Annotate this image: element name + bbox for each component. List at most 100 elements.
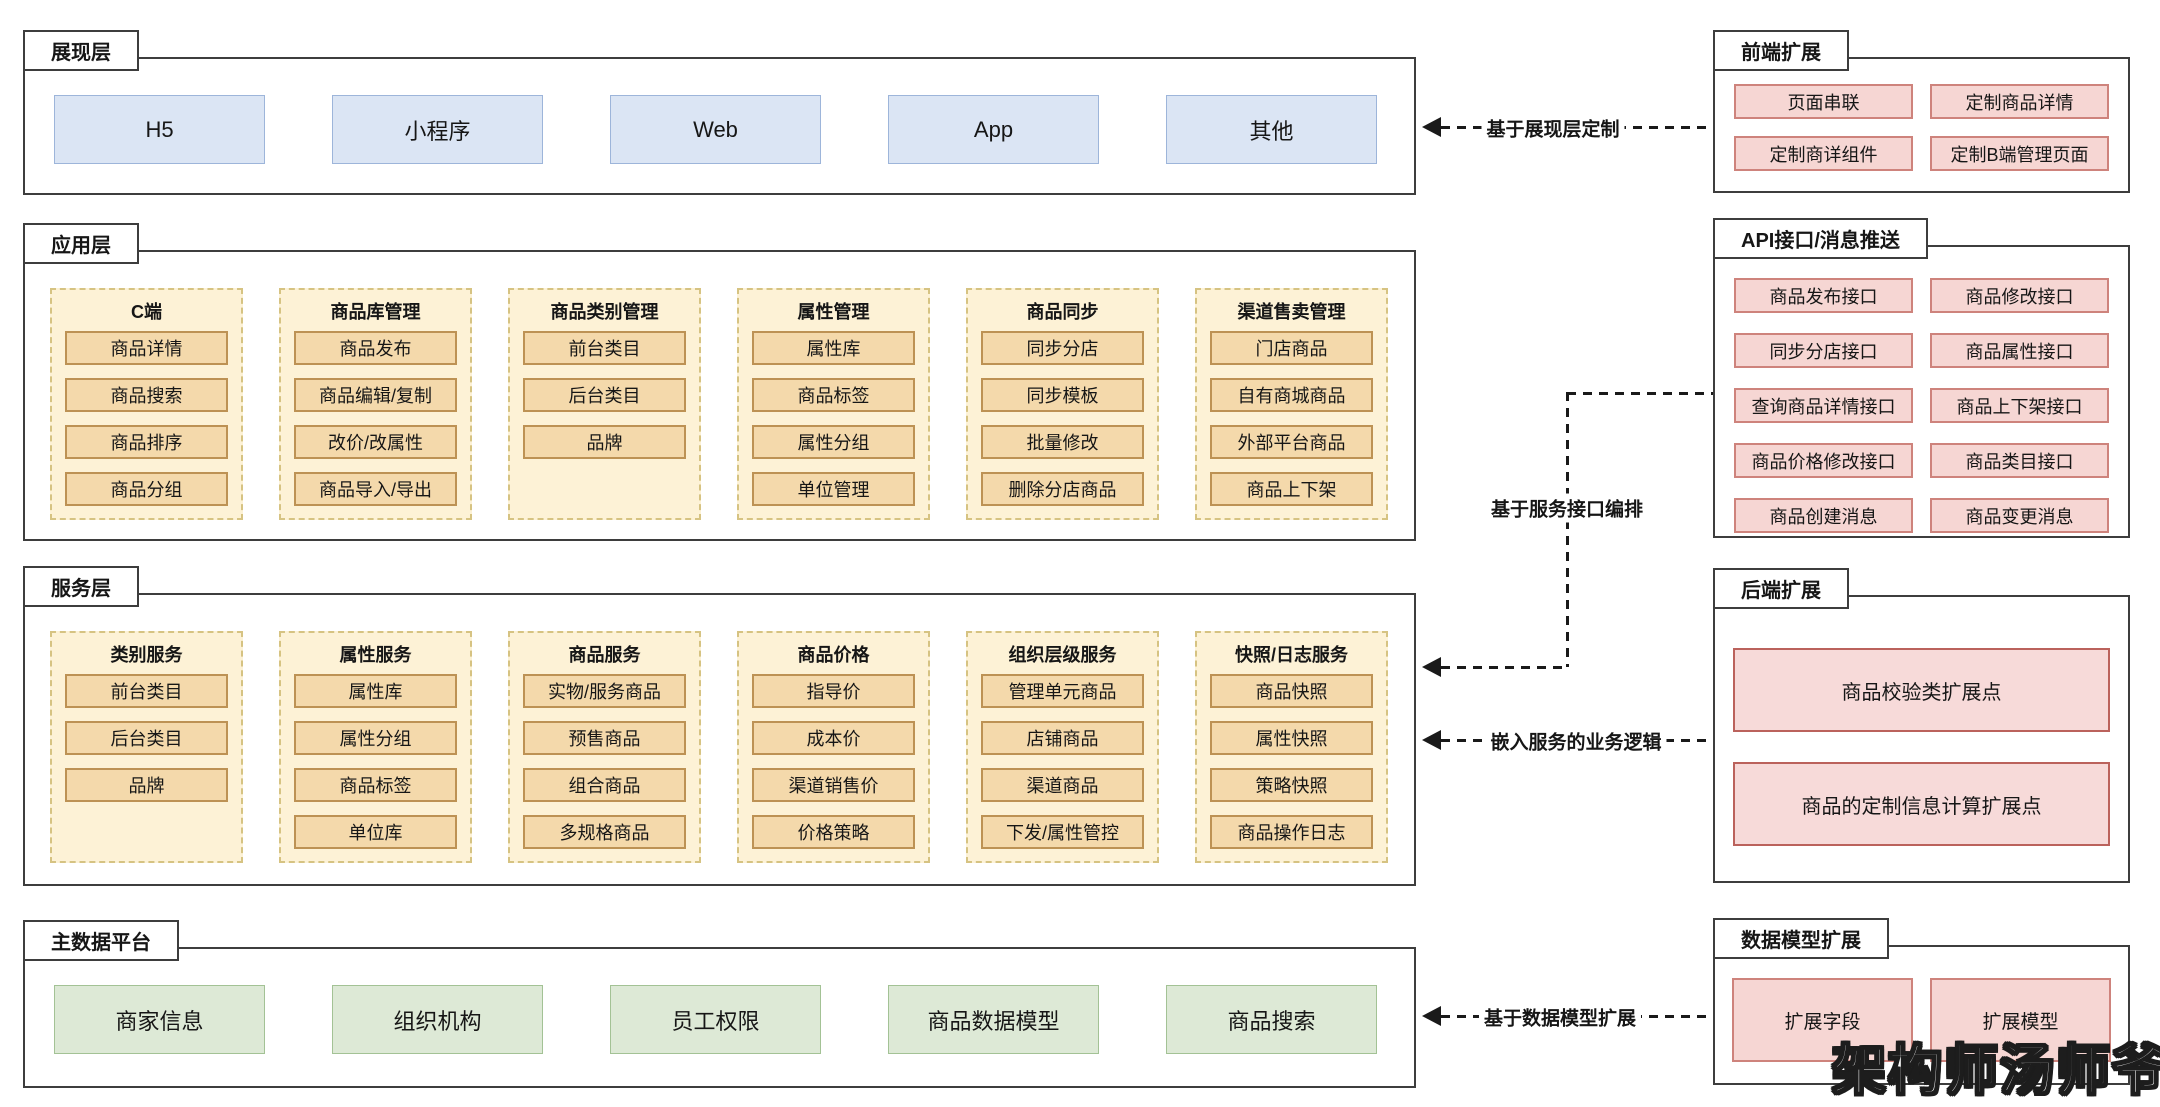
layer-tab-label: 主数据平台 bbox=[51, 932, 151, 954]
group-items: 商品详情商品搜索商品排序商品分组 bbox=[65, 331, 228, 506]
group-item: 多规格商品 bbox=[523, 815, 686, 849]
group-item: 指导价 bbox=[752, 674, 915, 708]
node-box: 商品发布接口 bbox=[1734, 278, 1913, 313]
group-items: 门店商品自有商城商品外部平台商品商品上下架 bbox=[1210, 331, 1373, 506]
group-column: 商品服务实物/服务商品预售商品组合商品多规格商品 bbox=[508, 631, 701, 863]
panel-tab-label: 前端扩展 bbox=[1741, 42, 1821, 64]
group-title: 属性管理 bbox=[797, 302, 870, 322]
arrowhead-data-model bbox=[1422, 1006, 1441, 1026]
group-item: 后台类目 bbox=[65, 721, 228, 755]
node-box: 商家信息 bbox=[54, 985, 265, 1054]
group-item: 渠道销售价 bbox=[752, 768, 915, 802]
group-item: 商品标签 bbox=[294, 768, 457, 802]
group-item: 商品详情 bbox=[65, 331, 228, 365]
group-column: 商品库管理商品发布商品编辑/复制改价/改属性商品导入/导出 bbox=[279, 288, 472, 520]
node-box: 商品数据模型 bbox=[888, 985, 1099, 1054]
layer-master-data: 主数据平台 商家信息组织机构员工权限商品数据模型商品搜索 bbox=[23, 920, 1416, 1088]
panel-frontend-extension: 前端扩展 页面串联定制商品详情定制商详组件定制B端管理页面 bbox=[1713, 30, 2130, 193]
node-box: 商品的定制信息计算扩展点 bbox=[1733, 762, 2110, 846]
arrow-line-orchestration-vertical bbox=[1566, 392, 1569, 667]
group-item: 前台类目 bbox=[65, 674, 228, 708]
frontend-extension-items: 页面串联定制商品详情定制商详组件定制B端管理页面 bbox=[1715, 59, 2128, 171]
group-item: 策略快照 bbox=[1210, 768, 1373, 802]
node-box: 商品类目接口 bbox=[1930, 443, 2109, 478]
group-item: 店铺商品 bbox=[981, 721, 1144, 755]
arrowhead-embedded-logic bbox=[1422, 730, 1441, 750]
group-item: 价格策略 bbox=[752, 815, 915, 849]
group-title: 商品库管理 bbox=[330, 302, 421, 322]
group-title: 快照/日志服务 bbox=[1234, 645, 1348, 665]
panel-data-model-extension: 数据模型扩展 扩展字段扩展模型 bbox=[1713, 918, 2130, 1085]
group-items: 前台类目后台类目品牌 bbox=[523, 331, 686, 459]
group-title: 类别服务 bbox=[110, 645, 183, 665]
group-column: 快照/日志服务商品快照属性快照策略快照商品操作日志 bbox=[1195, 631, 1388, 863]
group-items: 属性库商品标签属性分组单位管理 bbox=[752, 331, 915, 506]
group-title: 商品服务 bbox=[568, 645, 641, 665]
group-item: 属性分组 bbox=[294, 721, 457, 755]
layer-tab-label: 展现层 bbox=[51, 42, 111, 64]
node-box: 商品创建消息 bbox=[1734, 498, 1913, 533]
group-column: 商品类别管理前台类目后台类目品牌 bbox=[508, 288, 701, 520]
group-items: 属性库属性分组商品标签单位库 bbox=[294, 674, 457, 849]
layer-application: 应用层 C端商品详情商品搜索商品排序商品分组商品库管理商品发布商品编辑/复制改价… bbox=[23, 223, 1416, 541]
node-box: H5 bbox=[54, 95, 265, 164]
layer-tab-label: 服务层 bbox=[51, 578, 111, 600]
group-item: 品牌 bbox=[65, 768, 228, 802]
panel-tab-label: 数据模型扩展 bbox=[1741, 930, 1861, 952]
node-box: 扩展字段 bbox=[1732, 978, 1913, 1062]
arrow-line-orchestration-top bbox=[1567, 392, 1713, 395]
group-item: 自有商城商品 bbox=[1210, 378, 1373, 412]
arrow-label-presentation: 基于展现层定制 bbox=[1481, 113, 1625, 143]
group-item: 商品搜索 bbox=[65, 378, 228, 412]
group-items: 同步分店同步模板批量修改删除分店商品 bbox=[981, 331, 1144, 506]
group-column: 属性管理属性库商品标签属性分组单位管理 bbox=[737, 288, 930, 520]
node-box: 同步分店接口 bbox=[1734, 333, 1913, 368]
group-item: 预售商品 bbox=[523, 721, 686, 755]
group-items: 商品快照属性快照策略快照商品操作日志 bbox=[1210, 674, 1373, 849]
group-item: 属性快照 bbox=[1210, 721, 1373, 755]
node-box: 员工权限 bbox=[610, 985, 821, 1054]
arrow-label-data-model: 基于数据模型扩展 bbox=[1478, 1002, 1642, 1032]
group-item: 商品导入/导出 bbox=[294, 472, 457, 506]
group-title: 属性服务 bbox=[339, 645, 412, 665]
group-item: 单位管理 bbox=[752, 472, 915, 506]
service-columns: 类别服务前台类目后台类目品牌属性服务属性库属性分组商品标签单位库商品服务实物/服… bbox=[25, 595, 1414, 863]
node-box: 其他 bbox=[1166, 95, 1377, 164]
group-item: 后台类目 bbox=[523, 378, 686, 412]
group-items: 实物/服务商品预售商品组合商品多规格商品 bbox=[523, 674, 686, 849]
group-column: 属性服务属性库属性分组商品标签单位库 bbox=[279, 631, 472, 863]
group-item: 同步分店 bbox=[981, 331, 1144, 365]
node-box: 查询商品详情接口 bbox=[1734, 388, 1913, 423]
group-item: 属性库 bbox=[294, 674, 457, 708]
node-box: 定制商品详情 bbox=[1930, 84, 2109, 119]
panel-tab-label: 后端扩展 bbox=[1741, 580, 1821, 602]
panel-tab-label: API接口/消息推送 bbox=[1741, 230, 1900, 252]
arrow-label-orchestration: 基于服务接口编排 bbox=[1485, 493, 1649, 523]
group-title: 商品类别管理 bbox=[550, 302, 659, 322]
group-column: C端商品详情商品搜索商品排序商品分组 bbox=[50, 288, 243, 520]
group-column: 商品价格指导价成本价渠道销售价价格策略 bbox=[737, 631, 930, 863]
group-item: 改价/改属性 bbox=[294, 425, 457, 459]
group-item: 外部平台商品 bbox=[1210, 425, 1373, 459]
node-box: 商品上下架接口 bbox=[1930, 388, 2109, 423]
node-box: 商品搜索 bbox=[1166, 985, 1377, 1054]
backend-extension-items: 商品校验类扩展点商品的定制信息计算扩展点 bbox=[1715, 597, 2128, 846]
group-item: 下发/属性管控 bbox=[981, 815, 1144, 849]
group-item: 删除分店商品 bbox=[981, 472, 1144, 506]
group-title: 商品同步 bbox=[1026, 302, 1099, 322]
node-box: 商品变更消息 bbox=[1930, 498, 2109, 533]
group-item: 实物/服务商品 bbox=[523, 674, 686, 708]
master-data-boxes: 商家信息组织机构员工权限商品数据模型商品搜索 bbox=[25, 949, 1414, 1054]
group-items: 指导价成本价渠道销售价价格策略 bbox=[752, 674, 915, 849]
group-item: 商品编辑/复制 bbox=[294, 378, 457, 412]
group-item: 品牌 bbox=[523, 425, 686, 459]
group-items: 前台类目后台类目品牌 bbox=[65, 674, 228, 802]
node-box: 商品修改接口 bbox=[1930, 278, 2109, 313]
group-item: 属性库 bbox=[752, 331, 915, 365]
group-item: 同步模板 bbox=[981, 378, 1144, 412]
panel-backend-extension: 后端扩展 商品校验类扩展点商品的定制信息计算扩展点 bbox=[1713, 568, 2130, 883]
node-box: 组织机构 bbox=[332, 985, 543, 1054]
group-item: 单位库 bbox=[294, 815, 457, 849]
